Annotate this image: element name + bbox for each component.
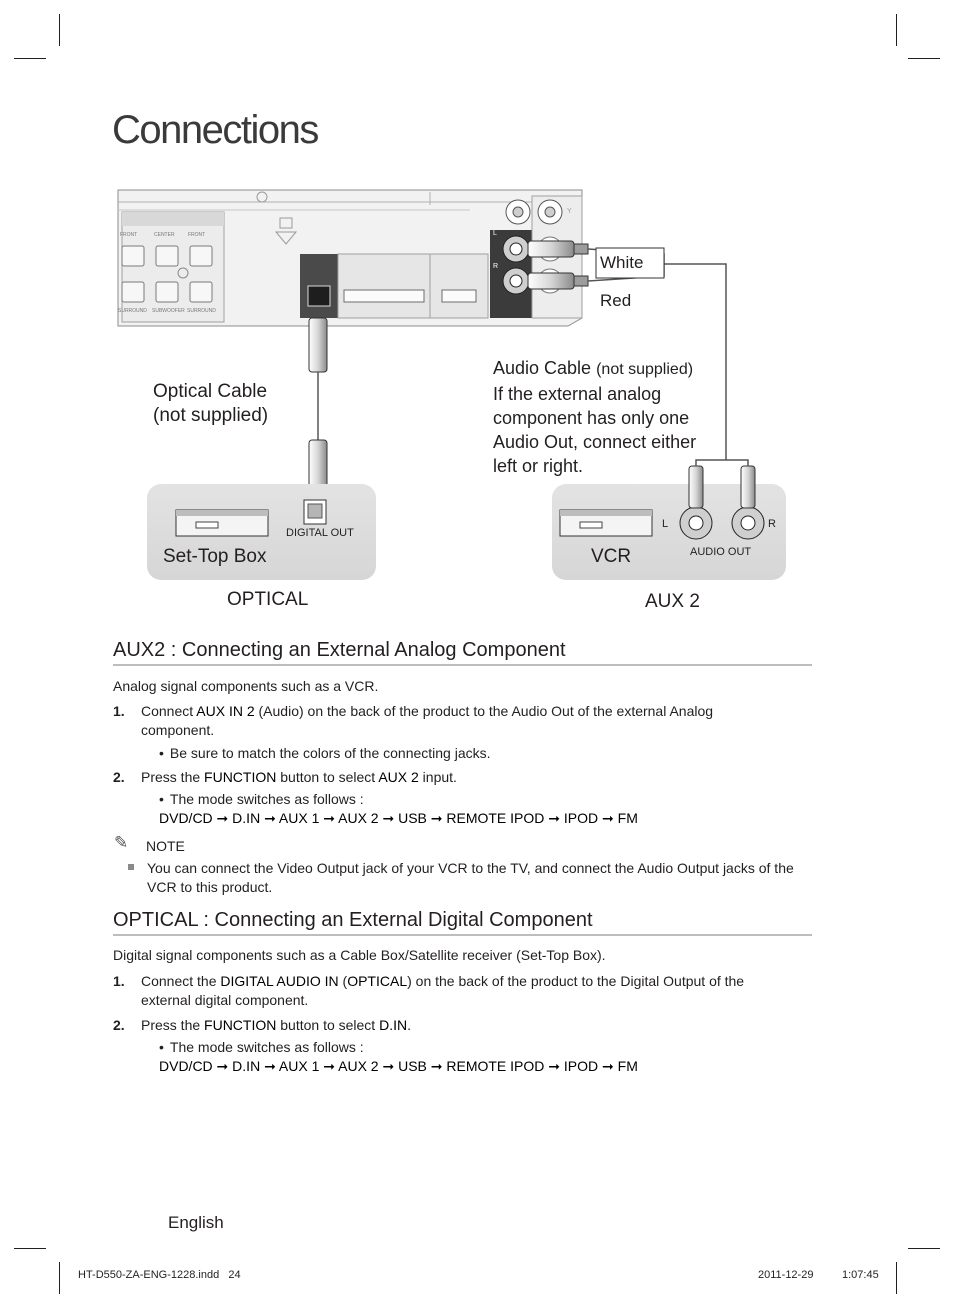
set-top-box-label: Set-Top Box [163, 546, 267, 567]
audio-cable-text-4: left or right. [493, 456, 584, 476]
optical-cable-label: Optical Cable [153, 381, 268, 402]
aux2-step2: 2. Press the FUNCTION button to select AU… [113, 768, 813, 787]
note-line-1: You can connect the Video Output jack of… [147, 860, 794, 876]
footer-time: 1:07:45 [842, 1269, 879, 1281]
connection-diagram [117, 189, 786, 580]
aux2-step1: 1. Connect AUX IN 2 (Audio) on the back o… [113, 702, 813, 740]
digital-out-label: DIGITAL OUT [286, 527, 354, 539]
panel-label-surround-l: SURROUND [118, 308, 147, 314]
audio-cable-text-3: Audio Out, connect either [493, 432, 697, 452]
aux2-step2-bullet: The mode switches as follows : [159, 790, 364, 809]
audio-out-label: AUDIO OUT [690, 546, 752, 558]
optical-step1-text-f: external digital component. [141, 992, 309, 1008]
panel-label-center: CENTER [154, 232, 175, 238]
audio-cable-text-1: If the external analog [493, 384, 662, 404]
optical-step2-bullet: The mode switches as follows : [159, 1038, 364, 1057]
crop-mark [896, 14, 897, 46]
aux2-step1-text-d: component. [141, 722, 215, 738]
footer-date: 2011-12-29 [758, 1269, 814, 1281]
aux2-step1-text-c: (Audio) on the back of the product to th… [254, 703, 714, 719]
optical-cable [308, 317, 328, 497]
aux2-step2-text-a: Press the [141, 769, 205, 785]
vcr-l-label: L [662, 518, 669, 530]
aux2-step1-text-b: AUX IN 2 [196, 703, 255, 719]
panel-label-front-l: FRONT [120, 232, 138, 238]
crop-mark [908, 58, 940, 59]
aux2-label: AUX 2 [645, 591, 700, 612]
optical-step2-text-a: Press the [141, 1017, 205, 1033]
panel-label-subwoofer: SUBWOOFER [152, 308, 185, 314]
aux2-step1-bullet: Be sure to match the colors of the conne… [159, 744, 491, 763]
optical-label: OPTICAL [227, 589, 309, 610]
red-label: Red [600, 291, 632, 310]
aux2-intro: Analog signal components such as a VCR. [113, 678, 379, 694]
aux2-heading-rule [113, 664, 812, 666]
note-text: You can connect the Video Output jack of… [147, 859, 807, 897]
main-unit-back-panel [117, 189, 583, 327]
optical-step2-text-c: button to select [276, 1017, 380, 1033]
optical-step1-text-c: ( [338, 973, 348, 989]
optical-step2: 2. Press the FUNCTION button to select D.… [113, 1016, 813, 1035]
audio-cable-label: Audio Cable [493, 358, 592, 378]
rca-plugs-main [527, 240, 727, 460]
aux2-step2-text-d: AUX 2 [378, 769, 419, 785]
panel-label-jack-l: L [493, 230, 497, 237]
crop-mark [14, 1248, 46, 1249]
audio-cable-text-2: component has only one [493, 408, 690, 428]
audio-cable-supplied: (not supplied) [596, 361, 694, 378]
optical-step1-number: 1. [113, 973, 125, 989]
crop-mark [59, 14, 60, 46]
set-top-box-panel [147, 484, 376, 580]
crop-mark [896, 1262, 897, 1294]
vcr-r-label: R [768, 518, 776, 530]
white-label: White [600, 253, 644, 272]
vcr-label: VCR [591, 546, 632, 567]
aux2-mode-sequence: DVD/CD ➞ D.IN ➞ AUX 1 ➞ AUX 2 ➞ USB ➞ RE… [159, 810, 638, 826]
optical-mode-sequence: DVD/CD ➞ D.IN ➞ AUX 1 ➞ AUX 2 ➞ USB ➞ RE… [159, 1058, 638, 1074]
panel-label-surround-r: SURROUND [187, 308, 216, 314]
optical-step1-text-b: DIGITAL AUDIO IN [220, 973, 339, 989]
optical-step2-text-d: D.IN [379, 1017, 408, 1033]
note-pencil-icon: ✎ [114, 833, 129, 852]
optical-step1-text-d: OPTICAL [347, 973, 408, 989]
optical-step2-text-e: . [407, 1017, 411, 1033]
crop-mark [14, 58, 46, 59]
crop-mark [59, 1262, 60, 1294]
aux2-heading: AUX2 : Connecting an External Analog Com… [113, 639, 566, 661]
note-label: NOTE [146, 838, 185, 854]
page-title: Connections [112, 108, 319, 152]
panel-label-front-r: FRONT [188, 232, 206, 238]
footer-file: HT-D550-ZA-ENG-1228.indd 24 [78, 1269, 241, 1281]
panel-label-jack-y: Y [567, 208, 572, 215]
optical-intro: Digital signal components such as a Cabl… [113, 947, 606, 963]
crop-mark [908, 1248, 940, 1249]
optical-step2-number: 2. [113, 1017, 125, 1033]
aux2-step2-text-c: button to select [276, 769, 379, 785]
optical-heading-rule [113, 934, 812, 936]
vcr-panel [552, 459, 786, 580]
aux2-step2-number: 2. [113, 769, 125, 785]
audio-cable-note: Audio Cable (not supplied) If the extern… [493, 356, 713, 478]
optical-heading: OPTICAL : Connecting an External Digital… [113, 909, 593, 931]
optical-cable-supplied: (not supplied) [153, 405, 269, 426]
optical-step1-text-a: Connect the [141, 973, 221, 989]
aux2-step1-number: 1. [113, 703, 125, 719]
aux2-step2-text-b: FUNCTION [204, 769, 277, 785]
aux2-step1-text-a: Connect [141, 703, 197, 719]
optical-step1: 1. Connect the DIGITAL AUDIO IN (OPTICAL)… [113, 972, 813, 1010]
note-line-2: VCR to this product. [147, 879, 273, 895]
aux2-step2-text-e: input. [418, 769, 457, 785]
note-square-icon [128, 864, 134, 870]
page-language: English [168, 1213, 224, 1232]
panel-label-jack-r: R [493, 263, 499, 270]
optical-step2-text-b: FUNCTION [204, 1017, 277, 1033]
optical-step1-text-e: ) on the back of the product to the Digi… [407, 973, 745, 989]
